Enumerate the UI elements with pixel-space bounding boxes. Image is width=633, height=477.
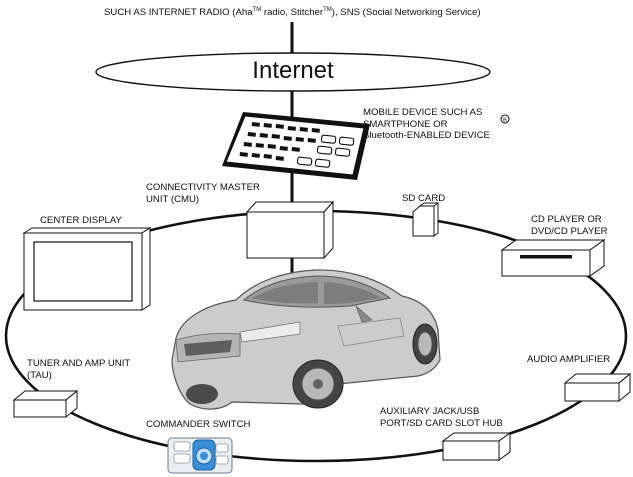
trademark-1: TM [252, 7, 262, 13]
cd-player-label-line2: DVD/CD PLAYER [531, 225, 608, 237]
aux-hub-box [441, 432, 512, 461]
mobile-device-label-line2: SMARTPHONE OR [363, 118, 448, 130]
cd-player-label-line1: CD PLAYER OR [531, 214, 602, 225]
cmu-label-line1: CONNECTIVITY MASTER [146, 182, 260, 193]
internet-label: Internet [252, 57, 334, 84]
cmu-label: CONNECTIVITY MASTER UNIT (CMU) [146, 182, 260, 205]
services-text-1: SUCH AS INTERNET RADIO (Aha [104, 7, 253, 18]
center-display-label: CENTER DISPLAY [40, 215, 122, 226]
cd-player-icon [500, 239, 606, 277]
services-text-3: ), SNS (Social Networking Service) [331, 7, 481, 18]
services-text-2: radio, Stitcher [261, 7, 324, 18]
tau-label-line1: TUNER AND AMP UNIT [27, 358, 131, 369]
mobile-device-icon [222, 112, 370, 180]
mobile-device-label-line3: Bluetooth-ENABLED DEVICE [363, 130, 490, 141]
sd-card-icon [412, 202, 439, 237]
marker-letter: B [503, 118, 507, 124]
aux-hub-label-line1: AUXILIARY JACK/USB [380, 406, 480, 417]
audio-amplifier-label: AUDIO AMPLIFIER [527, 354, 611, 365]
commander-switch-icon [167, 437, 233, 474]
tau-label: TUNER AND AMP UNIT (TAU) [27, 358, 130, 381]
internet-cloud [95, 52, 491, 92]
marker-circle [500, 114, 510, 124]
cd-player-label: CD PLAYER OR DVD/CD PLAYER [531, 214, 608, 237]
tau-box [12, 389, 79, 419]
car-illustration [171, 269, 441, 410]
cmu-box [245, 200, 335, 260]
center-display-icon [22, 227, 152, 311]
connected-services-label: SUCH AS INTERNET RADIO (AhaTM radio, Sti… [104, 5, 481, 19]
mobile-device-label: MOBILE DEVICE SUCH AS SMARTPHONE OR Blue… [363, 107, 490, 142]
trademark-2: TM [323, 7, 332, 13]
audio-amplifier-box [563, 372, 632, 403]
aux-hub-label-line2: PORT/SD CARD SLOT HUB [380, 417, 503, 429]
aux-hub-label: AUXILIARY JACK/USB PORT/SD CARD SLOT HUB [380, 406, 503, 429]
commander-switch-label: COMMANDER SWITCH [146, 419, 251, 430]
tau-label-line2: (TAU) [27, 369, 52, 381]
sd-card-label: SD CARD [402, 193, 446, 204]
mobile-device-label-line1: MOBILE DEVICE SUCH AS [363, 107, 483, 118]
cmu-label-line2: UNIT (CMU) [146, 193, 200, 205]
